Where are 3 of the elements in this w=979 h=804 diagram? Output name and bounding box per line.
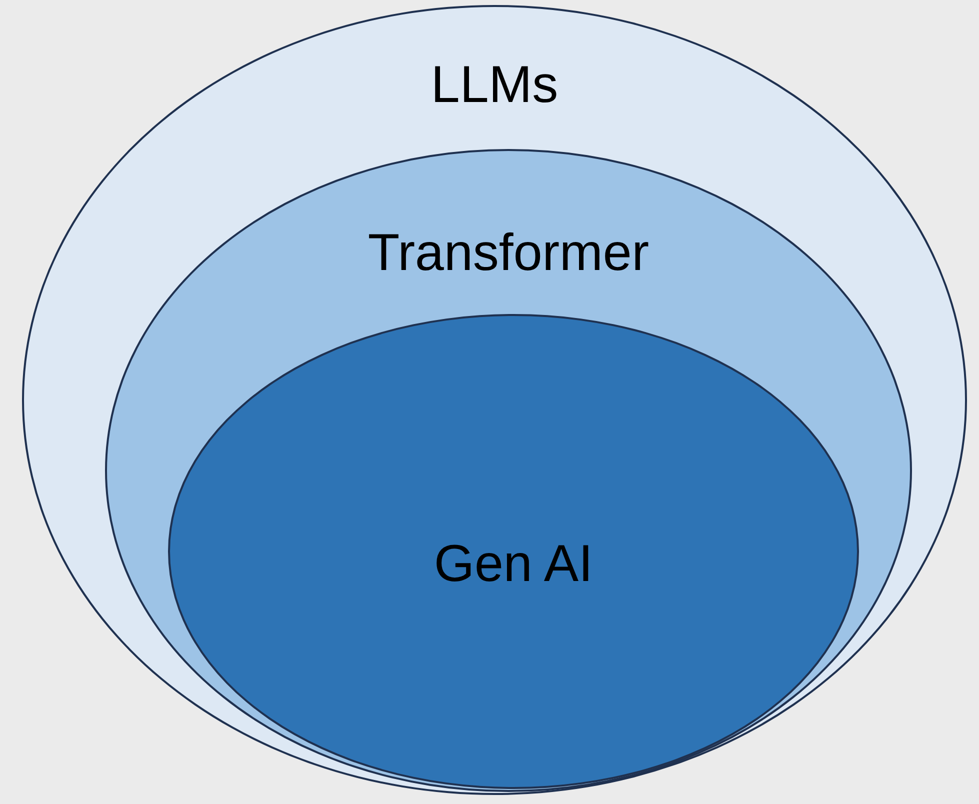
ellipse-label: Transformer	[368, 223, 650, 283]
ellipse-label: LLMs	[430, 55, 558, 115]
ellipse-label: Gen AI	[434, 534, 593, 594]
